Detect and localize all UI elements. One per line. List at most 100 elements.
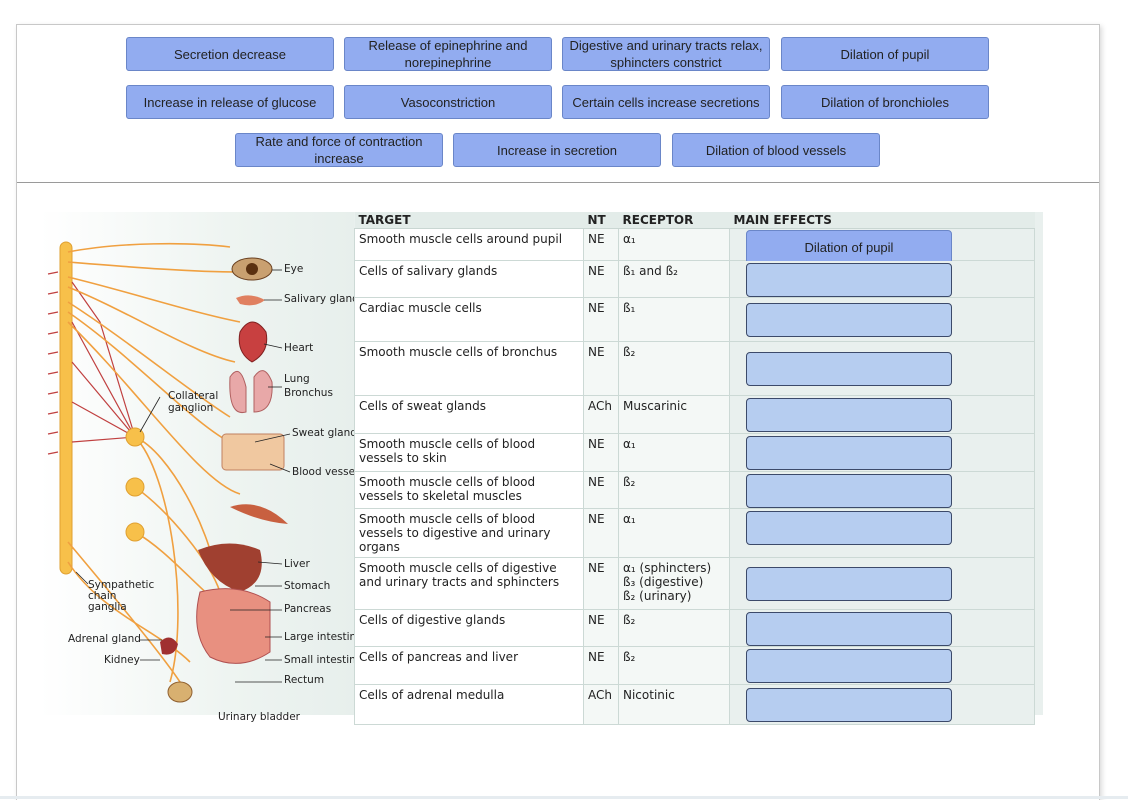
- answer-tile[interactable]: Increase in release of glucose: [126, 85, 334, 119]
- effects-cell: [729, 508, 1035, 558]
- nt-cell: ACh: [583, 395, 619, 434]
- table-row: Smooth muscle cells of blood vessels to …: [354, 433, 1035, 472]
- target-cell: Smooth muscle cells of digestive and uri…: [354, 557, 584, 610]
- nt-cell: NE: [583, 557, 619, 610]
- target-cell: Cells of digestive glands: [354, 609, 584, 647]
- label-rectum: Rectum: [284, 674, 325, 686]
- label-collateral: Collateral ganglion: [168, 390, 219, 414]
- answer-tile[interactable]: Dilation of blood vessels: [672, 133, 880, 167]
- placed-answer-tile[interactable]: Dilation of pupil: [746, 230, 952, 264]
- target-cell: Smooth muscle cells of blood vessels to …: [354, 433, 584, 472]
- target-table: TARGET NT RECEPTOR MAIN EFFECTS Smooth m…: [354, 212, 1035, 725]
- receptor-cell: α₁ (sphincters) ß₃ (digestive) ß₂ (urina…: [618, 557, 730, 610]
- target-cell: Smooth muscle cells of bronchus: [354, 341, 584, 396]
- target-cell: Cells of adrenal medulla: [354, 684, 584, 725]
- answer-tile[interactable]: Increase in secretion: [453, 133, 661, 167]
- table-row: Smooth muscle cells of digestive and uri…: [354, 557, 1035, 610]
- effects-cell: [729, 297, 1035, 342]
- nt-cell: ACh: [583, 684, 619, 725]
- effects-cell: [729, 684, 1035, 725]
- spinal-chain: [59, 241, 73, 575]
- answer-tile[interactable]: Secretion decrease: [126, 37, 334, 71]
- kidney-icon: [160, 637, 178, 655]
- label-stomach: Stomach: [284, 580, 331, 592]
- leader-lines: [75, 269, 291, 683]
- collateral-ganglion: [125, 427, 145, 447]
- bladder-icon: [167, 681, 193, 703]
- table-row: Smooth muscle cells of blood vessels to …: [354, 508, 1035, 558]
- effects-cell: [729, 260, 1035, 298]
- sympathetic-figure: Eye Salivary glands Heart Lung Bronchus …: [40, 212, 1043, 725]
- label-large-intestine: Large intestine: [284, 631, 363, 643]
- nt-cell: NE: [583, 433, 619, 472]
- label-adrenal: Adrenal gland: [68, 633, 141, 645]
- drop-zone[interactable]: [746, 263, 952, 297]
- effects-cell: [729, 557, 1035, 610]
- drop-zone[interactable]: [746, 474, 952, 508]
- nt-cell: NE: [583, 341, 619, 396]
- target-cell: Smooth muscle cells of blood vessels to …: [354, 508, 584, 558]
- liver-icon: [198, 543, 262, 592]
- header-target: TARGET: [354, 212, 584, 229]
- nt-cell: NE: [583, 646, 619, 685]
- drop-zone[interactable]: [746, 688, 952, 722]
- drop-zone[interactable]: [746, 303, 952, 337]
- receptor-cell: ß₁: [618, 297, 730, 342]
- target-cell: Smooth muscle cells around pupil: [354, 228, 584, 261]
- nervous-system-diagram: Eye Salivary glands Heart Lung Bronchus …: [40, 212, 364, 723]
- spinal-nerves: [47, 271, 136, 455]
- effects-cell: [729, 646, 1035, 685]
- receptor-cell: α₁: [618, 508, 730, 558]
- receptor-cell: ß₂: [618, 341, 730, 396]
- drop-zone[interactable]: [746, 352, 952, 386]
- header-receptor: RECEPTOR: [618, 212, 730, 229]
- label-kidney: Kidney: [104, 654, 140, 666]
- label-sweat: Sweat gland: [292, 427, 357, 439]
- label-eye: Eye: [284, 263, 304, 275]
- header-nt: NT: [583, 212, 619, 229]
- page-bottom-border: [0, 796, 1128, 799]
- target-cell: Cells of salivary glands: [354, 260, 584, 298]
- heart-icon: [238, 321, 268, 363]
- effects-cell: Dilation of pupil: [729, 228, 1035, 264]
- drop-zone[interactable]: [746, 567, 952, 601]
- effects-cell: [729, 395, 1035, 434]
- answer-tile[interactable]: Certain cells increase secretions: [562, 85, 770, 119]
- label-salivary: Salivary glands: [284, 293, 365, 305]
- diagram-svg: [47, 241, 291, 703]
- answer-tile[interactable]: Digestive and urinary tracts relax, sphi…: [562, 37, 770, 71]
- nt-cell: NE: [583, 609, 619, 647]
- drop-zone[interactable]: [746, 436, 952, 470]
- table-row: Smooth muscle cells of blood vessels to …: [354, 471, 1035, 509]
- nt-cell: NE: [583, 508, 619, 558]
- drop-zone[interactable]: [746, 612, 952, 646]
- effects-cell: [729, 341, 1035, 396]
- receptor-cell: ß₁ and ß₂: [618, 260, 730, 298]
- drop-zone[interactable]: [746, 649, 952, 683]
- receptor-cell: Nicotinic: [618, 684, 730, 725]
- receptor-cell: Muscarinic: [618, 395, 730, 434]
- receptor-cell: α₁: [618, 433, 730, 472]
- answer-tile[interactable]: Vasoconstriction: [344, 85, 552, 119]
- label-sympathetic: Sympathetic chain ganglia: [88, 579, 155, 613]
- label-heart: Heart: [284, 342, 314, 354]
- drop-zone[interactable]: [746, 398, 952, 432]
- answer-tile[interactable]: Release of epinephrine and norepinephrin…: [344, 37, 552, 71]
- muscle-icon: [230, 504, 288, 524]
- target-cell: Cardiac muscle cells: [354, 297, 584, 342]
- nt-cell: NE: [583, 471, 619, 509]
- salivary-gland-icon: [236, 295, 265, 306]
- answer-tile[interactable]: Dilation of pupil: [781, 37, 989, 71]
- answer-tile[interactable]: Dilation of bronchioles: [781, 85, 989, 119]
- receptor-cell: ß₂: [618, 471, 730, 509]
- drop-zone[interactable]: [746, 511, 952, 545]
- label-bladder: Urinary bladder: [218, 711, 301, 723]
- answer-tile[interactable]: Rate and force of contraction increase: [235, 133, 443, 167]
- nt-cell: NE: [583, 260, 619, 298]
